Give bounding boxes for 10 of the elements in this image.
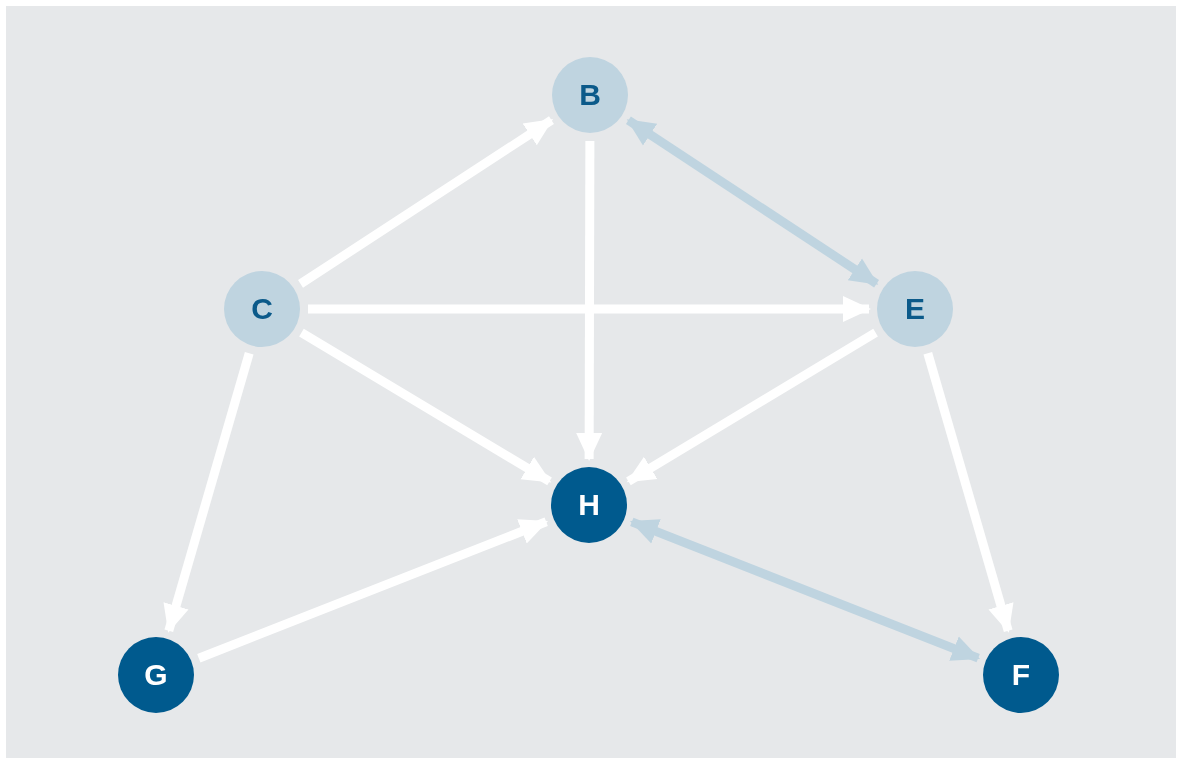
arrow bbox=[625, 116, 880, 288]
arrow bbox=[923, 351, 1014, 633]
arrow bbox=[299, 328, 552, 486]
arrow bbox=[629, 517, 981, 663]
arrow bbox=[298, 116, 554, 288]
arrow bbox=[308, 296, 871, 322]
arrow bbox=[197, 517, 549, 663]
arrow bbox=[163, 351, 254, 633]
arrow bbox=[576, 141, 603, 461]
arrow bbox=[626, 328, 878, 486]
